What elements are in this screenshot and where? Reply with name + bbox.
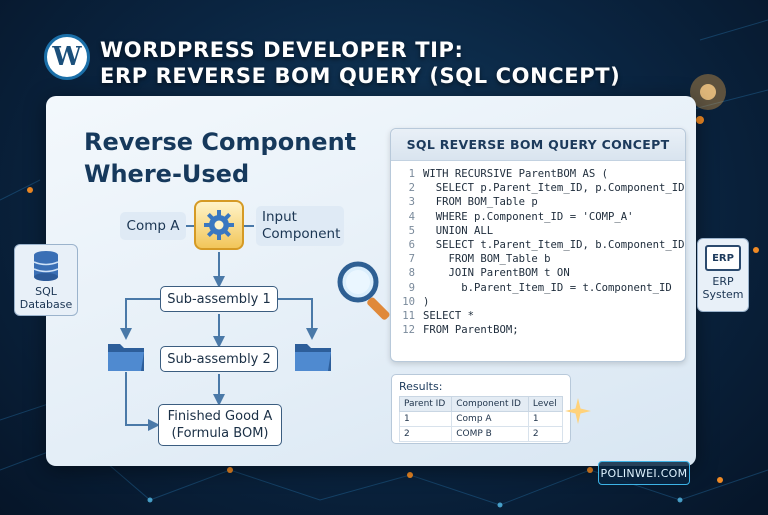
line-number: 12: [402, 324, 415, 337]
code-line: 7 FROM BOM_Table b: [397, 252, 685, 266]
code-line: 5 UNION ALL: [397, 224, 685, 238]
code-line: 9 b.Parent_Item_ID = t.Component_ID: [397, 281, 685, 295]
code-text: WITH RECURSIVE ParentBOM AS (: [423, 168, 608, 180]
results-title: Results:: [399, 380, 443, 393]
diagram-heading-line-2: Where-Used: [84, 160, 250, 188]
table-cell: 2: [398, 426, 453, 442]
code-line: 1 WITH RECURSIVE ParentBOM AS (: [397, 167, 685, 181]
code-panel-title: SQL REVERSE BOM QUERY CONCEPT: [391, 129, 685, 161]
magnifier-icon: [337, 261, 390, 320]
line-number: 3: [408, 196, 415, 209]
erp-system-line-1: ERP: [712, 275, 734, 288]
results-header-level: Level: [527, 396, 564, 412]
finished-good-line-2: (Formula BOM): [171, 426, 269, 441]
results-header-parent-id: Parent ID: [398, 396, 453, 412]
line-number: 1: [408, 168, 415, 180]
code-text: WHERE p.Component_ID = 'COMP_A': [423, 210, 634, 223]
line-number: 5: [408, 224, 415, 237]
results-header-row: Parent ID Component ID Level: [398, 396, 564, 412]
code-line: 3 FROM BOM_Table p: [397, 195, 685, 209]
finished-good-node: Finished Good A (Formula BOM): [158, 404, 282, 446]
page-title-line-2: ERP REVERSE BOM QUERY (SQL CONCEPT): [100, 64, 621, 88]
line-number: 2: [408, 182, 415, 195]
line-number: 7: [408, 253, 415, 266]
code-line: 6 SELECT t.Parent_Item_ID, b.Component_I…: [397, 238, 685, 252]
diagram-heading: Reverse Component Where-Used: [84, 126, 374, 190]
results-panel: Results: Parent ID Component ID Level 1 …: [391, 374, 571, 444]
comp-a-label: Comp A: [120, 212, 186, 240]
code-line: 2 SELECT p.Parent_Item_ID, p.Component_I…: [397, 181, 685, 195]
code-text: FROM BOM_Table b: [423, 253, 551, 266]
page-title-line-1: WORDPRESS DEVELOPER TIP:: [100, 38, 464, 62]
gear-icon-glyph: [204, 210, 234, 240]
table-cell: 1: [527, 411, 564, 427]
code-text: SELECT *: [423, 310, 475, 323]
code-line: 4 WHERE p.Component_ID = 'COMP_A': [397, 210, 685, 224]
results-header-component-id: Component ID: [451, 396, 529, 412]
sql-database-line-1: SQL: [35, 285, 57, 298]
gear-icon: [194, 200, 244, 250]
code-text: b.Parent_Item_ID = t.Component_ID: [423, 281, 672, 294]
code-line: 11 SELECT *: [397, 309, 685, 323]
code-line: 8 JOIN ParentBOM t ON: [397, 266, 685, 280]
code-text: FROM ParentBOM;: [423, 324, 519, 337]
table-cell: Comp A: [451, 411, 529, 427]
code-text: JOIN ParentBOM t ON: [423, 267, 570, 280]
input-component-line-2: Component: [262, 226, 341, 242]
table-row: 2 COMP B 2: [398, 426, 564, 442]
code-text: UNION ALL: [423, 224, 494, 237]
table-cell: 2: [527, 426, 564, 442]
erp-badge: ERP: [705, 245, 741, 271]
table-cell: COMP B: [451, 426, 529, 442]
code-text: FROM BOM_Table p: [423, 196, 538, 209]
folder-icon-left: [108, 344, 144, 371]
line-number: 6: [408, 239, 415, 252]
sql-code-panel: SQL REVERSE BOM QUERY CONCEPT 1 WITH RECU…: [390, 128, 686, 362]
line-number: 11: [402, 310, 415, 323]
folder-icon-right: [295, 344, 331, 371]
sparkle-icon: [565, 398, 591, 424]
sql-database-card: SQL Database: [14, 244, 78, 316]
finished-good-line-1: Finished Good A: [167, 409, 273, 424]
wordpress-logo-icon: W: [44, 34, 90, 80]
erp-system-line-2: System: [702, 288, 744, 301]
sql-database-line-2: Database: [19, 298, 73, 311]
results-table: Parent ID Component ID Level 1 Comp A 1 …: [398, 396, 564, 442]
code-text: SELECT t.Parent_Item_ID, b.Component_ID: [423, 239, 685, 252]
code-line: 10): [397, 295, 685, 309]
code-line: 12 FROM ParentBOM;: [397, 323, 685, 337]
site-badge[interactable]: POLINWEI.COM: [598, 461, 690, 485]
code-text: ): [423, 295, 430, 308]
table-row: 1 Comp A 1: [398, 411, 564, 427]
line-number: 9: [408, 281, 415, 294]
table-cell: 1: [398, 411, 453, 427]
code-text: SELECT p.Parent_Item_ID, p.Component_ID: [423, 182, 685, 195]
sub-assembly-1-node: Sub-assembly 1: [160, 286, 278, 312]
input-component-label: Input Component: [256, 206, 344, 246]
diagram-heading-line-1: Reverse Component: [84, 128, 357, 156]
line-number: 8: [408, 267, 415, 280]
input-component-line-1: Input: [262, 209, 297, 225]
line-number: 4: [408, 210, 415, 223]
database-icon: [33, 251, 59, 281]
line-number: 10: [402, 295, 415, 308]
erp-system-card: ERP ERP System: [697, 238, 749, 312]
sub-assembly-2-node: Sub-assembly 2: [160, 346, 278, 372]
